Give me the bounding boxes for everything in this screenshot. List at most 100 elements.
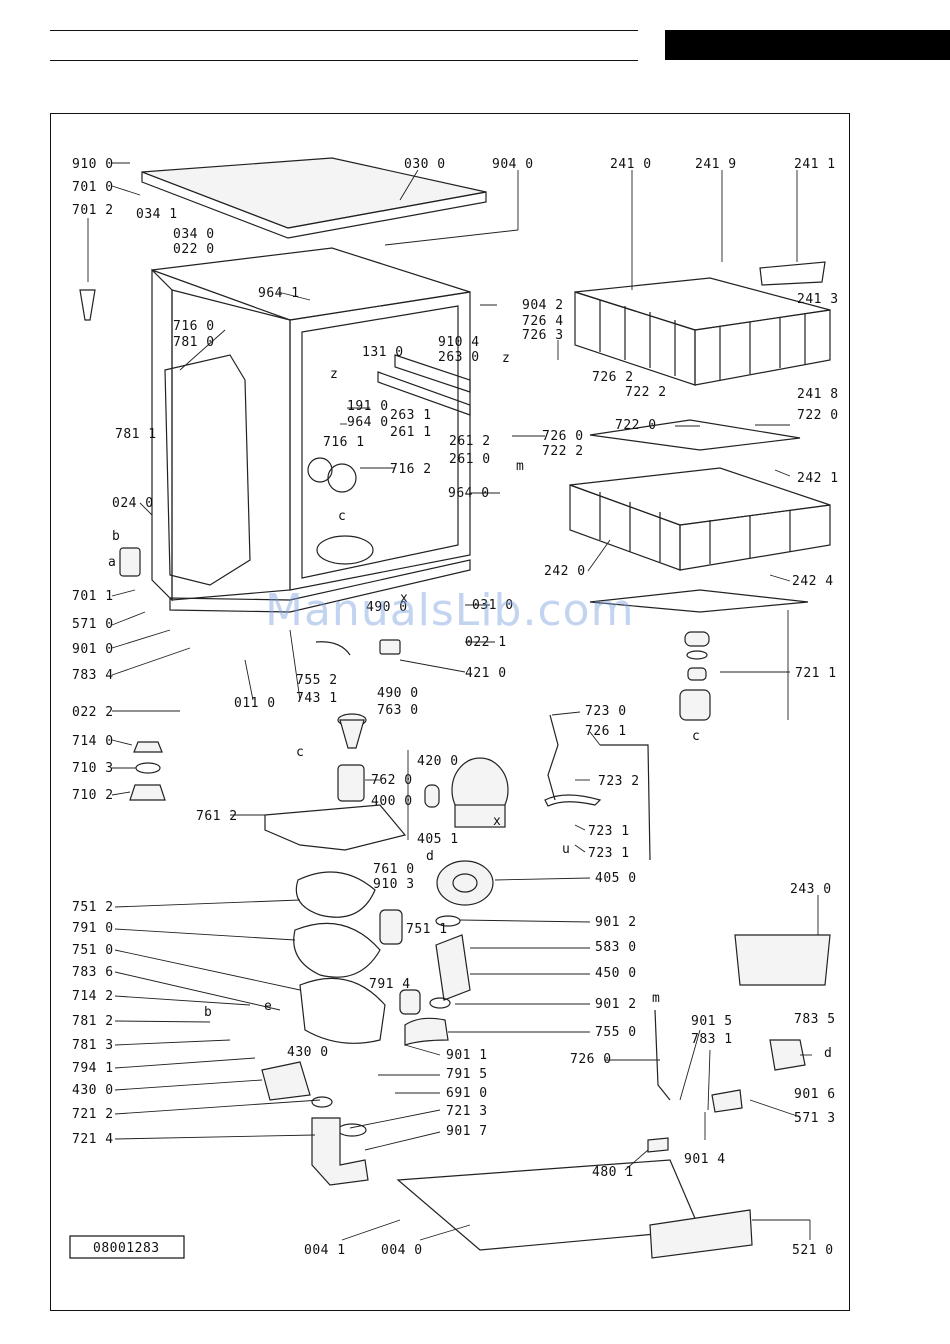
label-901-6: 901 6 [794, 1087, 836, 1102]
label-191-0: 191 0 [347, 399, 389, 414]
label-421-0: 421 0 [465, 666, 507, 681]
letter-z1: z [330, 367, 338, 382]
label-783-1: 783 1 [691, 1032, 733, 1047]
label-261-2: 261 2 [449, 434, 491, 449]
label-243-0: 243 0 [790, 882, 832, 897]
letter-m2: m [652, 991, 660, 1006]
label-904-2: 904 2 [522, 298, 564, 313]
label-901-2-a: 901 2 [595, 915, 637, 930]
sump-751 [299, 977, 386, 1044]
label-242-0: 242 0 [544, 564, 586, 579]
label-450-0: 450 0 [595, 966, 637, 981]
label-726-1: 726 1 [585, 724, 627, 739]
drain-pump-430 [261, 1061, 311, 1101]
label-691-0: 691 0 [446, 1086, 488, 1101]
label-901-5: 901 5 [691, 1014, 733, 1029]
label-714-0: 714 0 [72, 734, 114, 749]
label-910-3: 910 3 [373, 877, 415, 892]
label-022-2: 022 2 [72, 705, 114, 720]
letter-callouts: z z c b a x m c c d x u e b m d [108, 351, 832, 1061]
label-726-4: 726 4 [522, 314, 564, 329]
label-901-0: 901 0 [72, 642, 114, 657]
spray-arm-lower-721 [589, 589, 809, 613]
letter-c3: c [296, 745, 304, 760]
label-783-6: 783 6 [72, 965, 114, 980]
spray-arm-upper-722 [589, 419, 801, 451]
label-722-0-right: 722 0 [797, 408, 839, 423]
label-904-0: 904 0 [492, 157, 534, 172]
label-901-4: 901 4 [684, 1152, 726, 1167]
label-743-1: 743 1 [296, 691, 338, 706]
label-721-3: 721 3 [446, 1104, 488, 1119]
label-755-2: 755 2 [296, 673, 338, 688]
letter-x2: x [493, 814, 501, 829]
label-241-1: 241 1 [794, 157, 836, 172]
label-701-0: 701 0 [72, 180, 114, 195]
sump-opening [316, 535, 374, 565]
label-964-1: 964 1 [258, 286, 300, 301]
letter-d1: d [426, 849, 434, 864]
label-022-1: 022 1 [465, 635, 507, 650]
label-755-0: 755 0 [595, 1025, 637, 1040]
label-022-0: 022 0 [173, 242, 215, 257]
label-521-0: 521 0 [792, 1243, 834, 1258]
seal-791 [293, 922, 381, 978]
label-726-3: 726 3 [522, 328, 564, 343]
letter-c2: c [692, 729, 700, 744]
label-490-0-top: 490 0 [366, 600, 408, 615]
document-code-box [69, 1235, 185, 1259]
label-791-4: 791 4 [369, 977, 411, 992]
label-716-0: 716 0 [173, 319, 215, 334]
label-034-1: 034 1 [136, 207, 178, 222]
label-726-2: 726 2 [592, 370, 634, 385]
label-751-1: 751 1 [406, 922, 448, 937]
letter-x1: x [400, 591, 408, 606]
letter-m1: m [516, 459, 524, 474]
label-910-4: 910 4 [438, 335, 480, 350]
label-901-1: 901 1 [446, 1048, 488, 1063]
pipe-726-0 [654, 1009, 671, 1101]
rail-261 [377, 371, 471, 416]
label-964-0: 964 0 [347, 415, 389, 430]
label-030-0: 030 0 [404, 157, 446, 172]
label-723-1-a: 723 1 [588, 824, 630, 839]
header-black-tab [665, 30, 950, 60]
label-716-1: 716 1 [323, 435, 365, 450]
label-751-0: 751 0 [72, 943, 114, 958]
cup-rack-241-1 [759, 261, 826, 286]
rail-263 [394, 354, 471, 393]
label-430-0-small: 430 0 [287, 1045, 329, 1060]
label-241-3: 241 3 [797, 292, 839, 307]
label-726-0-top: 726 0 [542, 429, 584, 444]
seal-751-2 [295, 871, 376, 918]
label-405-1: 405 1 [417, 832, 459, 847]
label-964-0-b: 964 0 [448, 486, 490, 501]
label-261-1: 261 1 [390, 425, 432, 440]
label-241-9: 241 9 [695, 157, 737, 172]
label-242-1: 242 1 [797, 471, 839, 486]
label-241-0: 241 0 [610, 157, 652, 172]
label-721-4: 721 4 [72, 1132, 114, 1147]
label-901-7: 901 7 [446, 1124, 488, 1139]
label-701-2: 701 2 [72, 203, 114, 218]
misc-parts-group [79, 289, 831, 1259]
label-263-0: 263 0 [438, 350, 480, 365]
label-761-0: 761 0 [373, 862, 415, 877]
label-710-3: 710 3 [72, 761, 114, 776]
label-400-0: 400 0 [371, 794, 413, 809]
cabinet-group [141, 157, 487, 613]
label-763-0: 763 0 [377, 703, 419, 718]
label-781-0: 781 0 [173, 335, 215, 350]
label-405-0: 405 0 [595, 871, 637, 886]
letter-e: e [264, 999, 272, 1014]
header-rule-bottom [50, 60, 638, 61]
label-701-1: 701 1 [72, 589, 114, 604]
letter-b1: b [112, 529, 120, 544]
label-901-2-b: 901 2 [595, 997, 637, 1012]
pump-405 [436, 860, 494, 906]
letter-u: u [562, 842, 570, 857]
pipe-726-1 [600, 744, 651, 861]
label-721-2: 721 2 [72, 1107, 114, 1122]
detergent-dispenser-243 [734, 934, 831, 986]
